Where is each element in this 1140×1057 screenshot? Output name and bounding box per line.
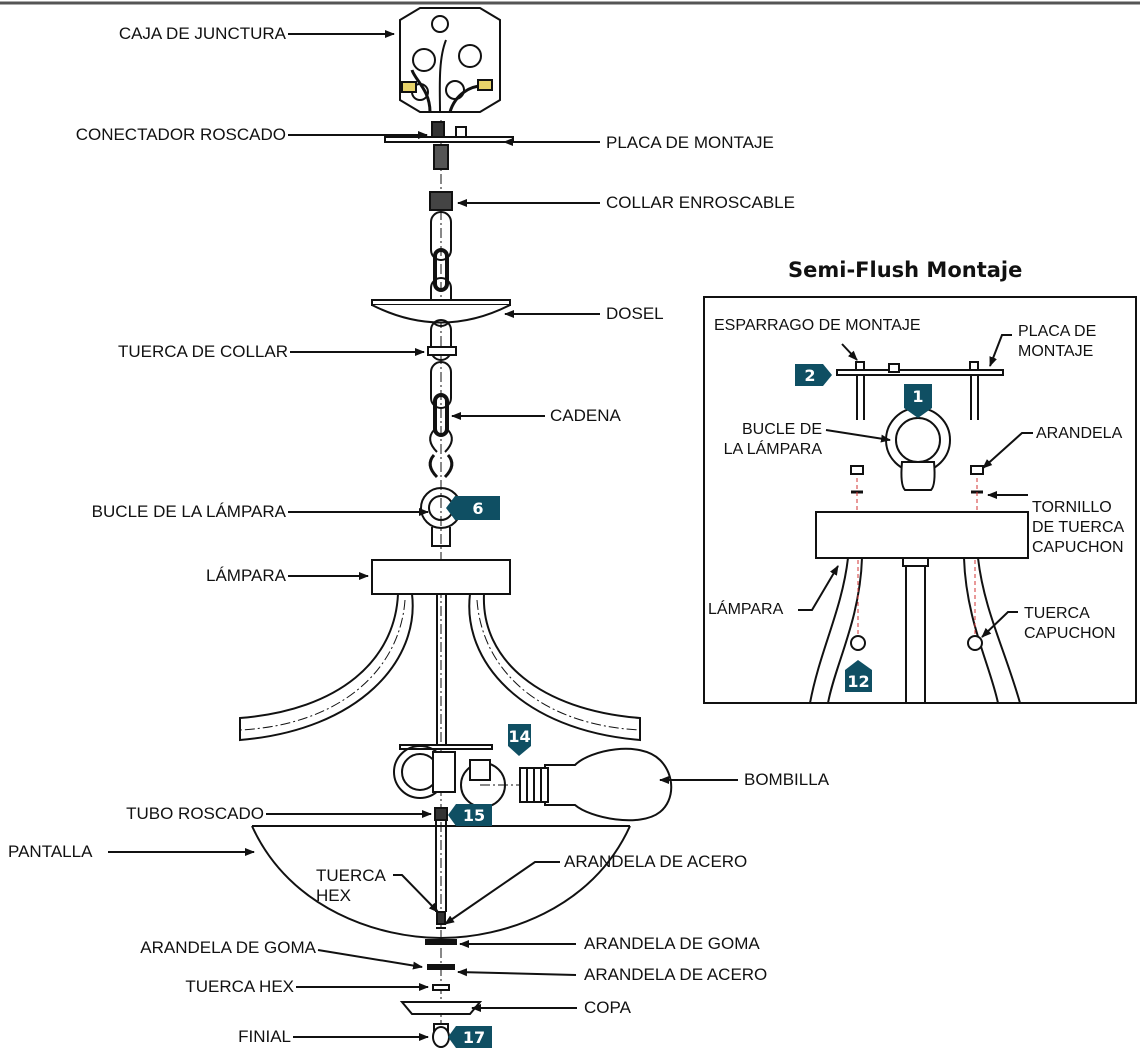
label-tuerca-hex-2: TUERCA HEX bbox=[185, 977, 294, 996]
label-conectador-roscado: CONECTADOR ROSCADO bbox=[75, 125, 286, 144]
leader-tuerca-hex-1 bbox=[393, 874, 439, 913]
label-cadena: CADENA bbox=[550, 406, 621, 425]
label-collar-enroscable: COLLAR ENROSCABLE bbox=[606, 193, 795, 212]
label-bombilla: BOMBILLA bbox=[744, 770, 830, 789]
inset-label-tuerca: TUERCA CAPUCHON bbox=[1024, 605, 1116, 642]
inset-label-arandela: ARANDELA bbox=[1036, 425, 1123, 442]
label-lampara: LÁMPARA bbox=[206, 566, 286, 585]
fixture-body bbox=[239, 559, 641, 745]
label-tubo-roscado: TUBO ROSCADO bbox=[126, 804, 264, 823]
label-dosel: DOSEL bbox=[606, 304, 664, 323]
label-placa-de-montaje: PLACA DE MONTAJE bbox=[606, 133, 774, 152]
label-tuerca-hex-1: TUERCA HEX bbox=[316, 866, 386, 905]
inset-step-badge-2: 2 bbox=[804, 365, 816, 385]
leader-inset-arandela bbox=[982, 432, 1033, 469]
label-caja-de-junctura: CAJA DE JUNCTURA bbox=[118, 24, 286, 43]
threaded-collar bbox=[429, 191, 453, 211]
junction-box bbox=[399, 7, 501, 113]
hardware-stack bbox=[399, 911, 483, 1048]
inset-label-esparrago: ESPARRAGO DE MONTAJE bbox=[714, 317, 921, 334]
label-finial: FINIAL bbox=[238, 1027, 291, 1046]
leader-inset-lampara bbox=[798, 565, 839, 611]
socket-cluster bbox=[393, 744, 506, 808]
inset-badge-shapes bbox=[795, 364, 932, 692]
label-arandela-de-goma-left: ARANDELA DE GOMA bbox=[140, 938, 316, 957]
mounting-plate bbox=[384, 121, 514, 170]
leader-arandela-acero-1 bbox=[444, 861, 560, 925]
inset-label-placa: PLACA DE MONTAJE bbox=[1018, 323, 1097, 360]
label-bucle-de-la-lampara: BUCLE DE LA LÁMPARA bbox=[91, 502, 286, 521]
threaded-tube bbox=[434, 807, 448, 912]
label-tuerca-de-collar: TUERCA DE COLLAR bbox=[117, 342, 288, 361]
step-badge-17: 17 bbox=[462, 1027, 486, 1047]
leader-inset-bucle bbox=[825, 429, 891, 443]
inset-label-lampara: LÁMPARA bbox=[708, 601, 784, 618]
inset-label-tornillo: TORNILLO DE TUERCA CAPUCHON bbox=[1032, 499, 1125, 556]
chain-middle bbox=[427, 319, 457, 479]
leader-arandela-acero-2 bbox=[457, 968, 577, 977]
leader-arandela-goma-l bbox=[317, 949, 423, 970]
step-badge-shapes bbox=[446, 496, 531, 1048]
step-badge-14: 14 bbox=[508, 726, 531, 746]
inset-step-badge-1: 1 bbox=[912, 386, 924, 406]
step-badge-15: 15 bbox=[462, 805, 486, 825]
label-arandela-de-goma-right: ARANDELA DE GOMA bbox=[584, 934, 760, 953]
glass-shade bbox=[251, 825, 631, 940]
light-bulb bbox=[480, 747, 673, 822]
label-arandela-de-acero-2: ARANDELA DE ACERO bbox=[584, 965, 768, 984]
label-copa: COPA bbox=[584, 998, 631, 1017]
step-badge-6: 6 bbox=[472, 498, 484, 518]
leader-inset-placa bbox=[989, 334, 1012, 367]
leader-inset-tuerca bbox=[981, 611, 1018, 638]
label-pantalla: PANTALLA bbox=[8, 842, 93, 861]
leader-inset-esparrago bbox=[841, 343, 858, 361]
inset-label-bucle: BUCLE DE LA LÁMPARA bbox=[723, 421, 822, 458]
inset-step-badge-12: 12 bbox=[847, 671, 870, 691]
canopy bbox=[371, 299, 511, 324]
label-arandela-de-acero-1: ARANDELA DE ACERO bbox=[564, 852, 748, 871]
inset-title: Semi-Flush Montaje bbox=[788, 258, 1023, 282]
inset-frame bbox=[703, 296, 1137, 704]
